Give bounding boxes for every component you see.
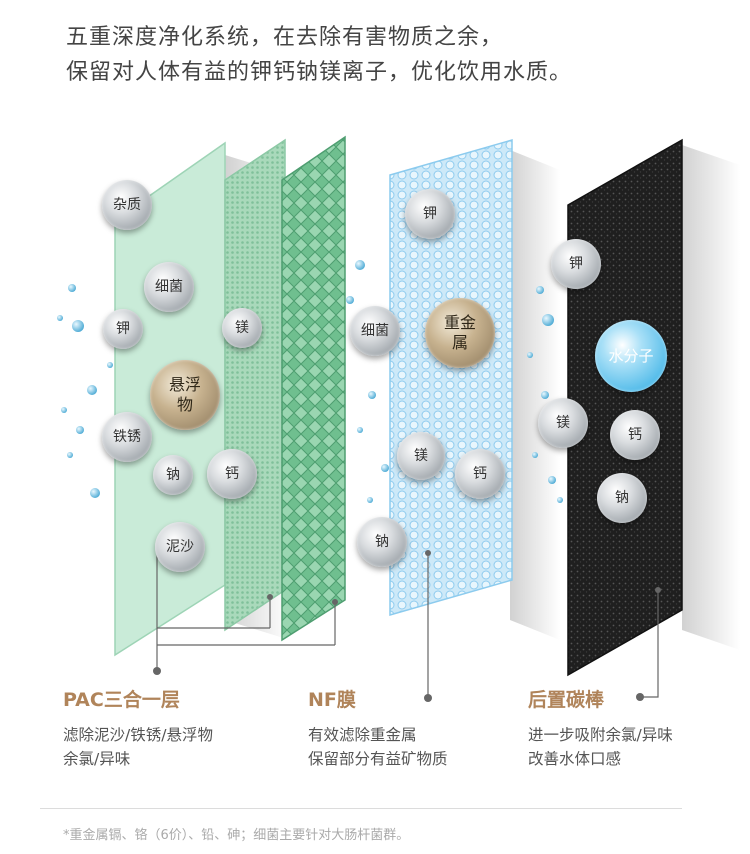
pac-layer-dotted (224, 138, 286, 632)
particle-label: 钠 (375, 533, 389, 550)
particle-bacteria: 细菌 (144, 262, 194, 312)
carbon-connector-dot (655, 587, 661, 593)
carbon-connector-dot (636, 693, 644, 701)
particle-label: 细菌 (155, 278, 183, 295)
particle-magnesium: 镁 (538, 398, 588, 448)
particle-calcium: 钙 (207, 449, 257, 499)
layer-shadow (682, 145, 740, 650)
carbon-description-line: 进一步吸附余氯/异味 (528, 726, 673, 744)
particle-label: 悬浮 (168, 375, 201, 394)
particle-calcium: 钙 (455, 449, 505, 499)
particle-calcium: 钙 (610, 410, 660, 460)
particle-water-molecule: 水分子 (595, 320, 667, 392)
nf-description-line: 有效滤除重金属 (308, 726, 417, 744)
footnote: *重金属镉、铬（6价）、铅、砷；细菌主要针对大肠杆菌群。 (63, 828, 410, 843)
pac-connector-dot (267, 594, 273, 600)
particle-label: 杂质 (113, 196, 141, 213)
layer-shadow (510, 150, 560, 640)
pac-connector-dot (153, 667, 161, 675)
particle-potassium: 钾 (551, 239, 601, 289)
particle-suspended-matter: 悬浮物 (150, 360, 220, 430)
water-droplets (57, 260, 563, 503)
pac-description-line: 滤除泥沙/铁锈/悬浮物 (63, 726, 213, 744)
nf-connector-dot (425, 550, 431, 556)
particle-label: 属 (451, 333, 468, 352)
headline-line-1: 五重深度净化系统，在去除有害物质之余， (66, 25, 504, 50)
particle-label: 镁 (235, 319, 249, 336)
particle-label: 细菌 (361, 322, 389, 339)
nf-description-line: 保留部分有益矿物质 (308, 750, 448, 768)
particle-label: 泥沙 (166, 538, 194, 555)
carbon-connector-line (642, 592, 659, 698)
particle-magnesium: 镁 (222, 308, 262, 348)
particle-label: 物 (176, 395, 193, 414)
carbon-rod-layer (567, 138, 683, 677)
particle-label: 水分子 (608, 346, 654, 365)
particle-bacteria: 细菌 (350, 306, 400, 356)
particle-label: 钾 (423, 205, 437, 222)
headline-line-2: 保留对人体有益的钾钙钠镁离子，优化饮用水质。 (66, 60, 573, 85)
particle-potassium: 钾 (103, 309, 143, 349)
pac-connector-lines (156, 550, 336, 670)
particle-label: 钙 (473, 465, 487, 482)
particle-heavy-metal: 重金属 (425, 298, 495, 368)
particle-sodium: 钠 (597, 473, 647, 523)
pac-connector-dot (332, 599, 338, 605)
particle-label: 重金 (443, 313, 476, 332)
particle-label: 钙 (628, 426, 642, 443)
particle-label: 钠 (615, 489, 629, 506)
particle-label: 钾 (116, 320, 130, 337)
carbon-description-line: 改善水体口感 (528, 750, 622, 768)
headline: 五重深度净化系统，在去除有害物质之余， 保留对人体有益的钾钙钠镁离子，优化饮用水… (66, 20, 572, 90)
nf-title: NF膜 (308, 689, 356, 711)
particle-label: 镁 (556, 414, 570, 431)
particle-label: 钾 (569, 255, 583, 272)
particle-label: 铁锈 (113, 428, 141, 445)
particle-potassium: 钾 (405, 189, 455, 239)
particle-sodium: 钠 (153, 455, 193, 495)
particle-rust: 铁锈 (102, 412, 152, 462)
particle-label: 镁 (414, 447, 428, 464)
particle-impurity: 杂质 (102, 180, 152, 230)
nf-description: 有效滤除重金属 保留部分有益矿物质 (308, 723, 448, 771)
particle-sodium: 钠 (357, 517, 407, 567)
carbon-title: 后置碳棒 (528, 689, 605, 711)
pac-layer-woven (281, 135, 346, 642)
divider (40, 808, 682, 809)
carbon-description: 进一步吸附余氯/异味 改善水体口感 (528, 723, 673, 771)
pac-description-line: 余氯/异味 (63, 750, 131, 768)
particle-magnesium: 镁 (397, 432, 445, 480)
nf-connector-dot (424, 694, 432, 702)
pac-title: PAC三合一层 (63, 689, 180, 711)
pac-description: 滤除泥沙/铁锈/悬浮物 余氯/异味 (63, 723, 213, 771)
particle-label: 钠 (166, 466, 180, 483)
particle-label: 钙 (225, 465, 239, 482)
particle-sediment: 泥沙 (155, 522, 205, 572)
